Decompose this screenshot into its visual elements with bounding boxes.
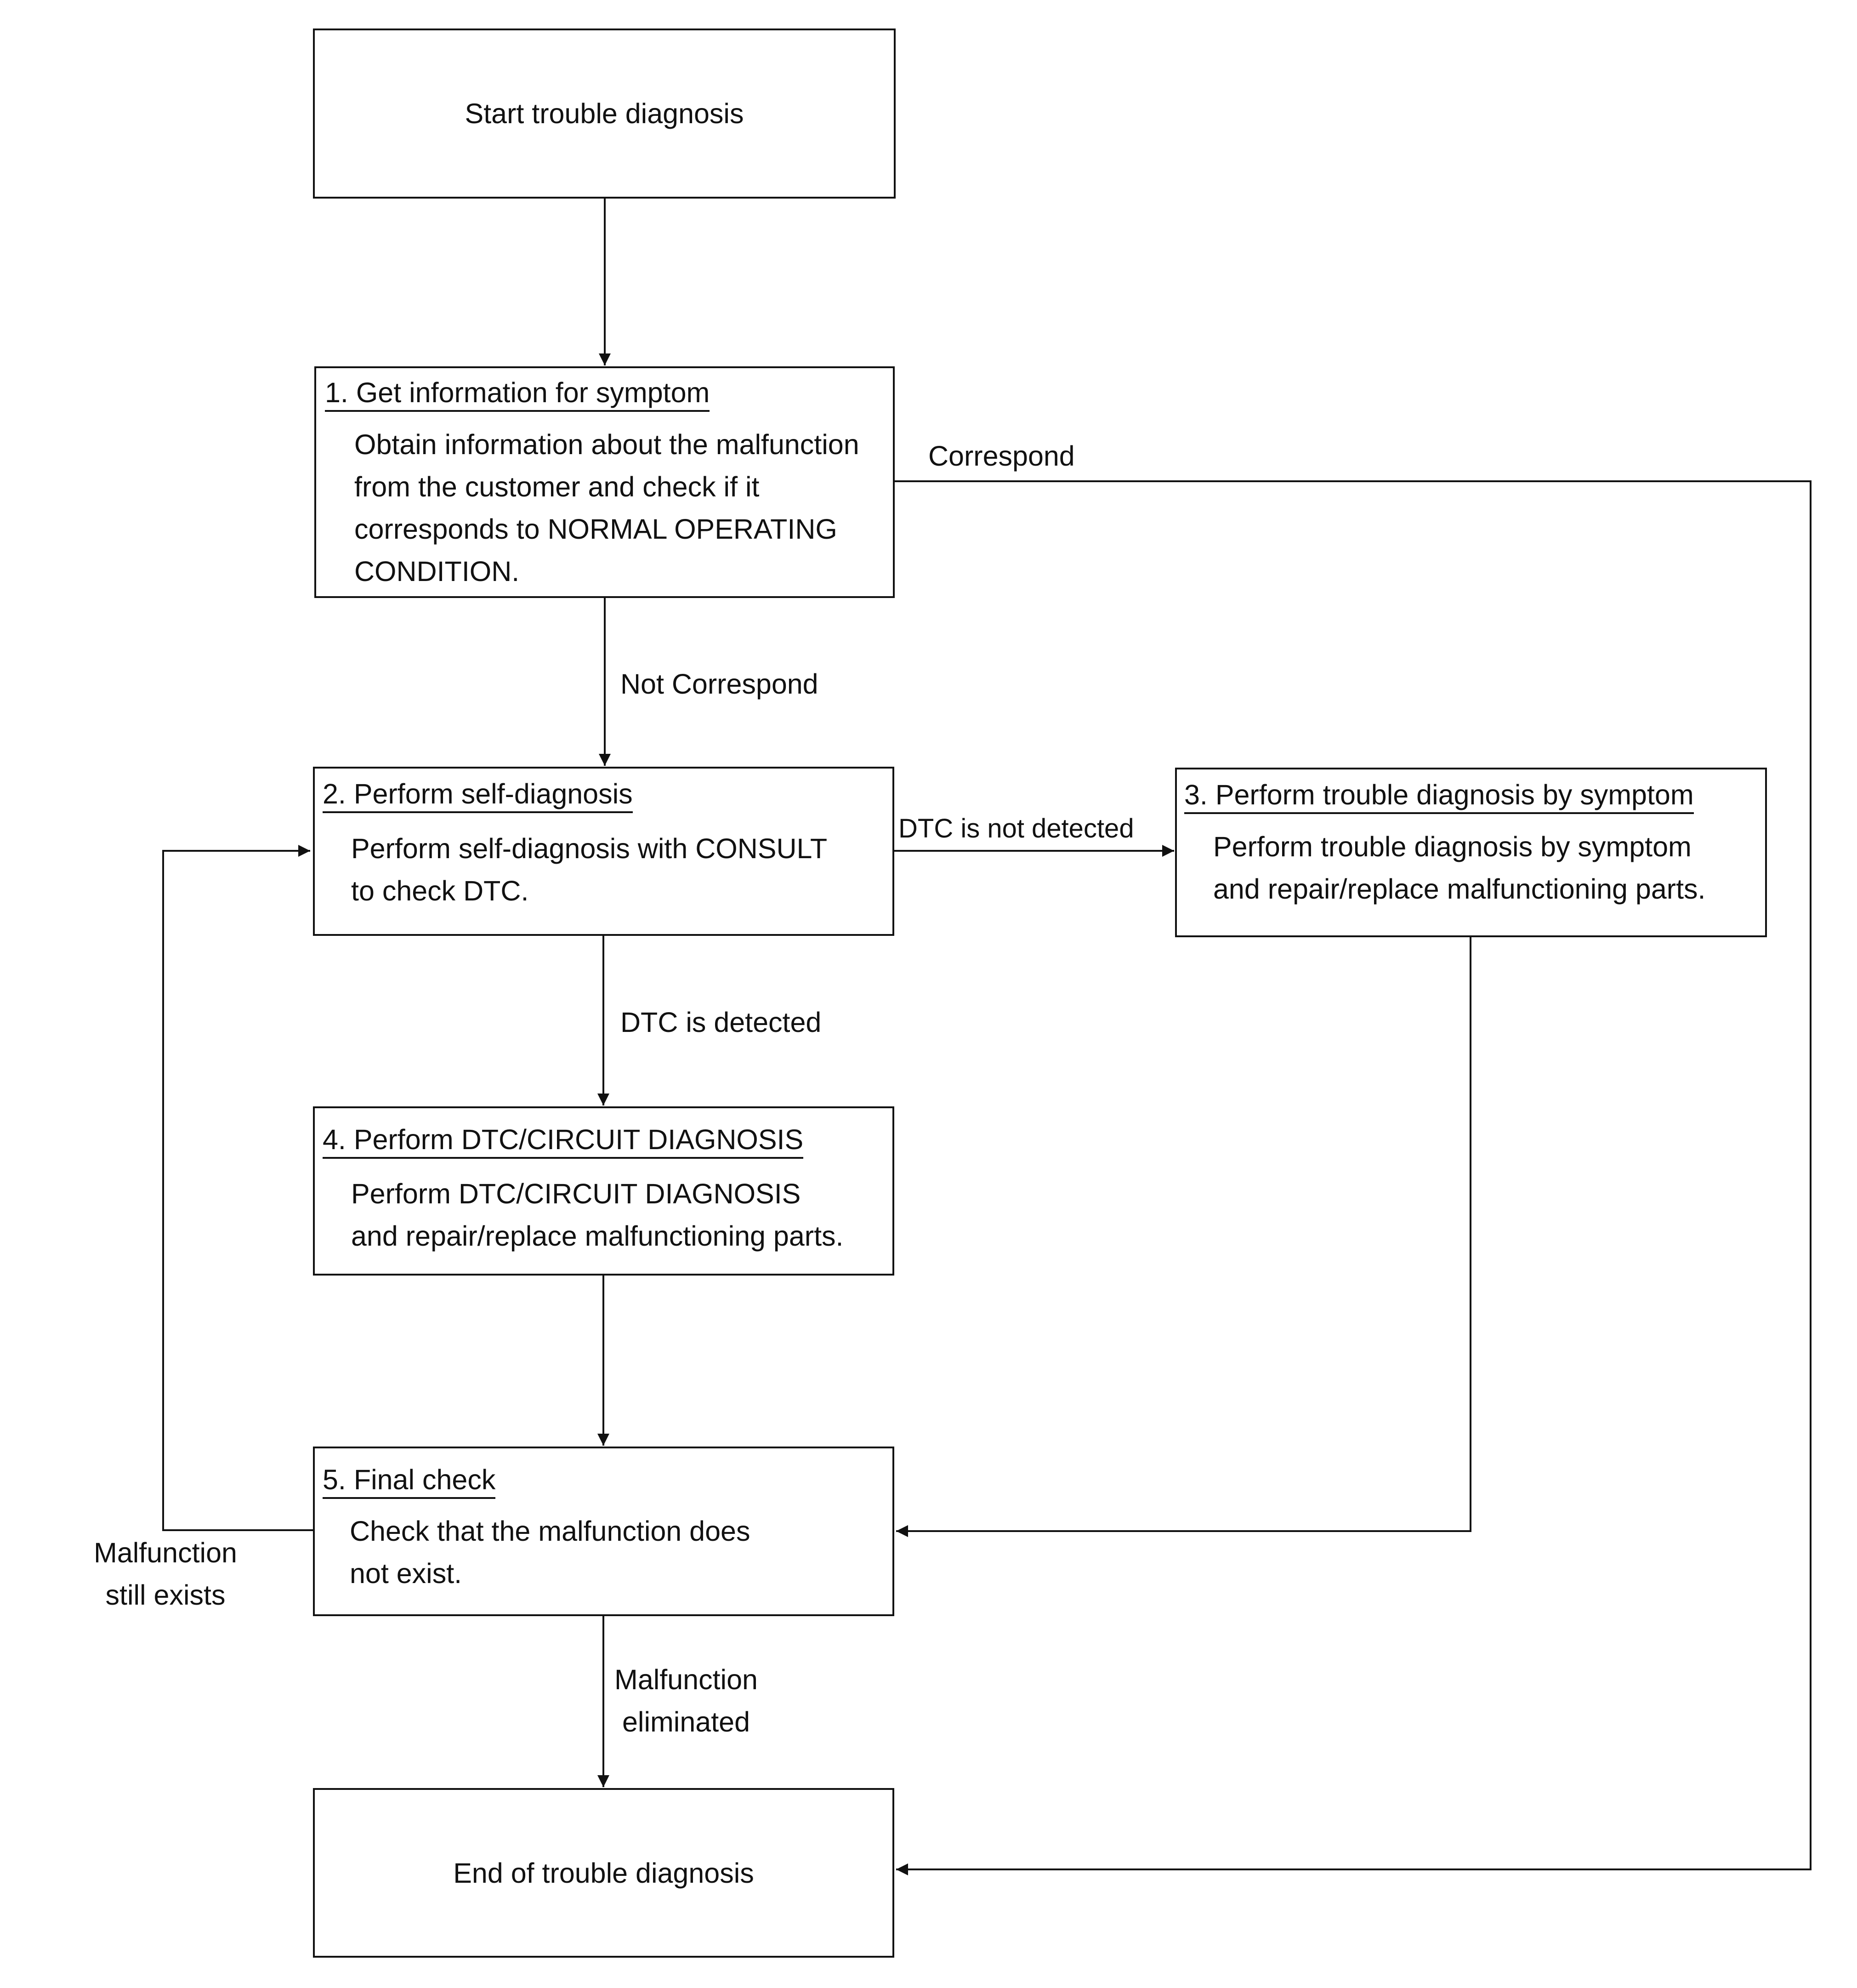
arrow-step3-to-step5 xyxy=(896,937,1471,1537)
step-2-title: 2. Perform self-diagnosis xyxy=(323,778,633,814)
edge-label-dtc-not-detected: DTC is not detected xyxy=(898,814,1134,843)
edge-label-line: still exists xyxy=(105,1579,226,1611)
step-2-body: Perform self-diagnosis with CONSULT to c… xyxy=(351,827,827,912)
step-5-body-line: Check that the malfunction does xyxy=(350,1515,750,1547)
end-label: End of trouble diagnosis xyxy=(453,1857,754,1889)
step-4-body-line: Perform DTC/CIRCUIT DIAGNOSIS xyxy=(351,1178,801,1209)
step-3-body-line: Perform trouble diagnosis by symptom xyxy=(1213,831,1692,862)
step-5-box: 5. Final check Check that the malfunctio… xyxy=(313,1447,894,1616)
step-3-box: 3. Perform trouble diagnosis by symptom … xyxy=(1175,768,1767,937)
step-3-body: Perform trouble diagnosis by symptom and… xyxy=(1213,826,1706,910)
step-5-body: Check that the malfunction does not exis… xyxy=(350,1510,750,1595)
edge-label-malfunction-still-exists: Malfunction still exists xyxy=(69,1532,262,1616)
arrow-step5-to-step2 xyxy=(162,845,313,1531)
edge-label-line: Malfunction xyxy=(94,1537,237,1568)
step-1-body-line: Obtain information about the malfunction xyxy=(354,429,859,460)
step-4-box: 4. Perform DTC/CIRCUIT DIAGNOSIS Perform… xyxy=(313,1106,894,1276)
step-4-body-line: and repair/replace malfunctioning parts. xyxy=(351,1220,844,1252)
edge-label-line: eliminated xyxy=(622,1706,750,1737)
step-1-body-line: from the customer and check if it xyxy=(354,471,760,502)
step-3-title: 3. Perform trouble diagnosis by symptom xyxy=(1184,779,1694,815)
step-2-body-line: to check DTC. xyxy=(351,875,529,906)
step-1-title: 1. Get information for symptom xyxy=(325,377,710,412)
edge-label-line: Malfunction xyxy=(614,1664,758,1695)
step-2-box: 2. Perform self-diagnosis Perform self-d… xyxy=(313,767,894,936)
step-3-body-line: and repair/replace malfunctioning parts. xyxy=(1213,873,1706,905)
step-5-body-line: not exist. xyxy=(350,1558,462,1589)
step-1-body-line: CONDITION. xyxy=(354,556,520,587)
start-box: Start trouble diagnosis xyxy=(313,28,896,199)
start-label: Start trouble diagnosis xyxy=(465,98,744,129)
step-1-box: 1. Get information for symptom Obtain in… xyxy=(314,366,895,598)
edge-label-not-correspond: Not Correspond xyxy=(620,668,818,700)
step-1-body: Obtain information about the malfunction… xyxy=(354,423,859,592)
arrow-step1-to-end xyxy=(895,480,1812,1875)
step-4-title: 4. Perform DTC/CIRCUIT DIAGNOSIS xyxy=(323,1124,804,1159)
step-1-body-line: corresponds to NORMAL OPERATING xyxy=(354,513,837,545)
end-box: End of trouble diagnosis xyxy=(313,1788,894,1958)
step-4-body: Perform DTC/CIRCUIT DIAGNOSIS and repair… xyxy=(351,1173,844,1257)
edge-label-malfunction-eliminated: Malfunction eliminated xyxy=(590,1658,783,1743)
step-5-title: 5. Final check xyxy=(323,1464,496,1499)
step-2-body-line: Perform self-diagnosis with CONSULT xyxy=(351,833,828,864)
edge-label-correspond: Correspond xyxy=(928,440,1075,472)
edge-label-dtc-detected: DTC is detected xyxy=(620,1007,822,1038)
